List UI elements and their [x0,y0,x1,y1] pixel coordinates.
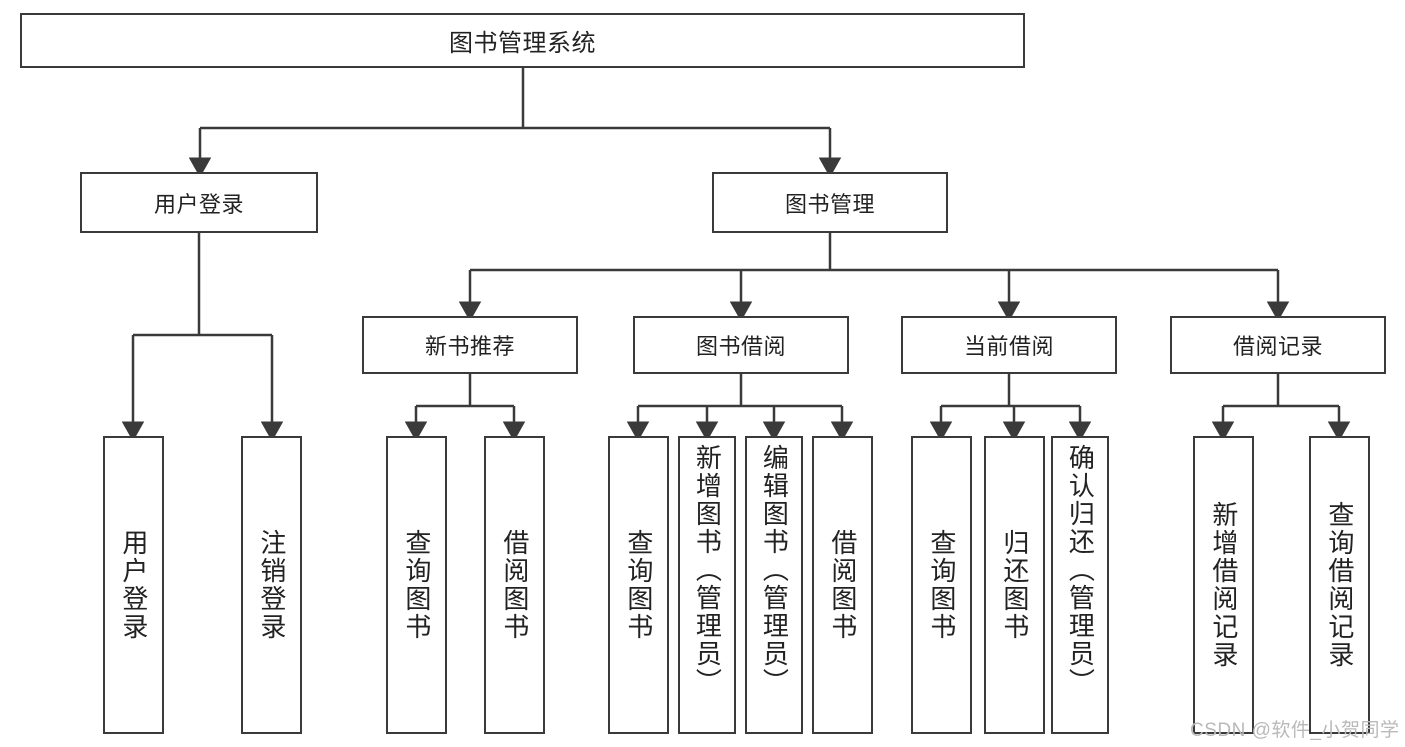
node-user-login-label: 用户登录 [153,191,244,217]
node-book-manage-label: 图书管理 [784,191,875,217]
node-book-manage[interactable]: 图书管理 [712,172,948,233]
node-book-borrow[interactable]: 图书借阅 [633,316,849,374]
node-leaf-logout-login-label: 注销登录 [256,529,287,641]
node-leaf-return-book[interactable]: 归还图书 [984,436,1045,734]
node-leaf-add-borrow-record-label: 新增借阅记录 [1208,501,1239,669]
node-leaf-query-book-2-label: 查询图书 [623,529,654,641]
node-leaf-borrow-book-1-label: 借阅图书 [499,529,530,641]
node-leaf-logout-login[interactable]: 注销登录 [241,436,302,734]
node-leaf-query-book-1-label: 查询图书 [401,529,432,641]
node-new-book-recommend[interactable]: 新书推荐 [362,316,578,374]
node-leaf-borrow-book-2-label: 借阅图书 [827,529,858,641]
node-current-borrow[interactable]: 当前借阅 [901,316,1117,374]
csdn-watermark: CSDN @软件_小贺同学 [1190,720,1400,741]
node-leaf-query-borrow-record-label: 查询借阅记录 [1324,501,1355,669]
node-book-borrow-label: 图书借阅 [695,334,786,359]
node-current-borrow-label: 当前借阅 [963,334,1054,359]
node-leaf-borrow-book-1[interactable]: 借阅图书 [484,436,545,734]
node-leaf-add-book-admin[interactable]: 新增图书（管理员） [678,436,736,734]
node-leaf-query-borrow-record[interactable]: 查询借阅记录 [1309,436,1370,734]
node-leaf-confirm-return-admin-label: 确认归还（管理员） [1065,444,1096,696]
node-leaf-add-borrow-record[interactable]: 新增借阅记录 [1193,436,1254,734]
node-leaf-edit-book-admin[interactable]: 编辑图书（管理员） [745,436,803,734]
node-leaf-query-book-1[interactable]: 查询图书 [386,436,447,734]
node-leaf-query-book-2[interactable]: 查询图书 [608,436,669,734]
node-borrow-record-label: 借阅记录 [1232,334,1323,359]
node-leaf-user-login-label: 用户登录 [118,529,149,641]
node-leaf-query-book-3[interactable]: 查询图书 [911,436,972,734]
node-borrow-record[interactable]: 借阅记录 [1170,316,1386,374]
node-user-login[interactable]: 用户登录 [80,172,318,233]
node-root[interactable]: 图书管理系统 [20,13,1025,68]
node-new-book-recommend-label: 新书推荐 [424,334,515,359]
node-root-label: 图书管理系统 [449,30,596,57]
node-leaf-edit-book-admin-label: 编辑图书（管理员） [759,444,790,696]
node-leaf-user-login[interactable]: 用户登录 [103,436,164,734]
node-leaf-borrow-book-2[interactable]: 借阅图书 [812,436,873,734]
node-leaf-confirm-return-admin[interactable]: 确认归还（管理员） [1051,436,1109,734]
node-leaf-add-book-admin-label: 新增图书（管理员） [692,444,723,696]
node-leaf-query-book-3-label: 查询图书 [926,529,957,641]
node-leaf-return-book-label: 归还图书 [999,529,1030,641]
